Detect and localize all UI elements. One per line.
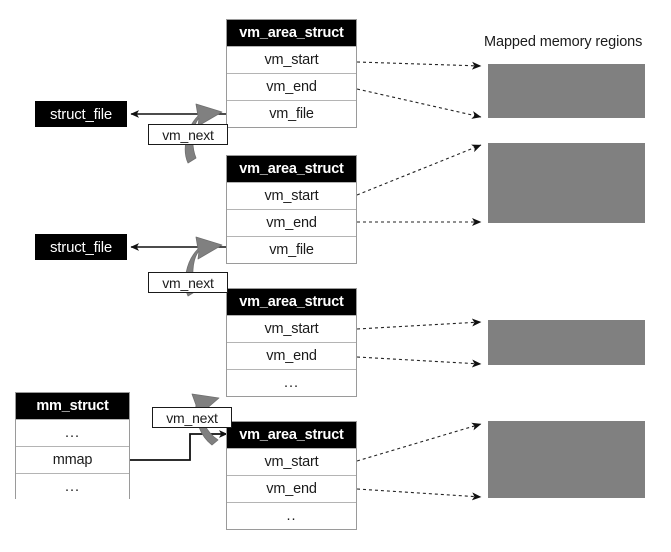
page-title: Mapped memory regions — [484, 34, 643, 50]
vm-area-struct-2-row-vm-file[interactable]: vm_file — [227, 236, 356, 263]
mm-struct-row-mmap[interactable]: mmap — [16, 446, 129, 473]
vm-next-label-3[interactable]: vm_next — [152, 407, 232, 428]
vmstart-map-arrow-4 — [356, 422, 482, 462]
vm-area-struct-3-header: vm_area_struct — [227, 289, 356, 315]
vm-area-struct-3-row-vm-end[interactable]: vm_end — [227, 342, 356, 369]
mm-struct-row-ellipsis-top[interactable]: ... — [16, 419, 129, 446]
vmstart-map-arrow-2 — [356, 144, 482, 196]
vm-area-struct-1-header: vm_area_struct — [227, 20, 356, 46]
vm-area-struct-2[interactable]: vm_area_struct vm_start vm_end vm_file — [226, 155, 357, 264]
vm-next-label-2[interactable]: vm_next — [148, 272, 228, 293]
vm-area-struct-2-row-vm-start[interactable]: vm_start — [227, 182, 356, 209]
struct-file-box-2[interactable]: struct_file — [35, 234, 127, 260]
vm-area-struct-1[interactable]: vm_area_struct vm_start vm_end vm_file — [226, 19, 357, 128]
memory-region-2 — [488, 143, 645, 223]
memory-region-3 — [488, 320, 645, 365]
vm-area-struct-4-header: vm_area_struct — [227, 422, 356, 448]
mmap-to-vma-line — [130, 430, 228, 461]
memory-region-4 — [488, 421, 645, 498]
mm-struct-box[interactable]: mm_struct ... mmap ... — [15, 392, 130, 500]
vm-area-struct-1-row-vm-start[interactable]: vm_start — [227, 46, 356, 73]
vm-area-struct-3-row-ellipsis[interactable]: ... — [227, 369, 356, 396]
mm-struct-row-ellipsis-bottom[interactable]: ... — [16, 473, 129, 500]
vm-area-struct-1-row-vm-end[interactable]: vm_end — [227, 73, 356, 100]
vmend-map-arrow-1 — [356, 88, 482, 119]
vm-area-struct-4-row-vm-start[interactable]: vm_start — [227, 448, 356, 475]
vm-area-struct-3-row-vm-start[interactable]: vm_start — [227, 315, 356, 342]
vmend-map-arrow-4 — [356, 488, 482, 501]
vm-area-struct-1-row-vm-file[interactable]: vm_file — [227, 100, 356, 127]
vmstart-map-arrow-1 — [356, 61, 482, 70]
vm-next-label-1[interactable]: vm_next — [148, 124, 228, 145]
struct-file-box-1[interactable]: struct_file — [35, 101, 127, 127]
memory-region-1 — [488, 64, 645, 118]
vmstart-map-arrow-3 — [356, 318, 482, 330]
mm-struct-header: mm_struct — [16, 393, 129, 419]
vm-area-struct-4[interactable]: vm_area_struct vm_start vm_end .. — [226, 421, 357, 530]
vm-area-struct-2-header: vm_area_struct — [227, 156, 356, 182]
vm-area-struct-2-row-vm-end[interactable]: vm_end — [227, 209, 356, 236]
vm-area-struct-4-row-ellipsis[interactable]: .. — [227, 502, 356, 529]
vm-area-struct-4-row-vm-end[interactable]: vm_end — [227, 475, 356, 502]
vm-area-struct-3[interactable]: vm_area_struct vm_start vm_end ... — [226, 288, 357, 397]
vmend-map-arrow-3 — [356, 356, 482, 368]
